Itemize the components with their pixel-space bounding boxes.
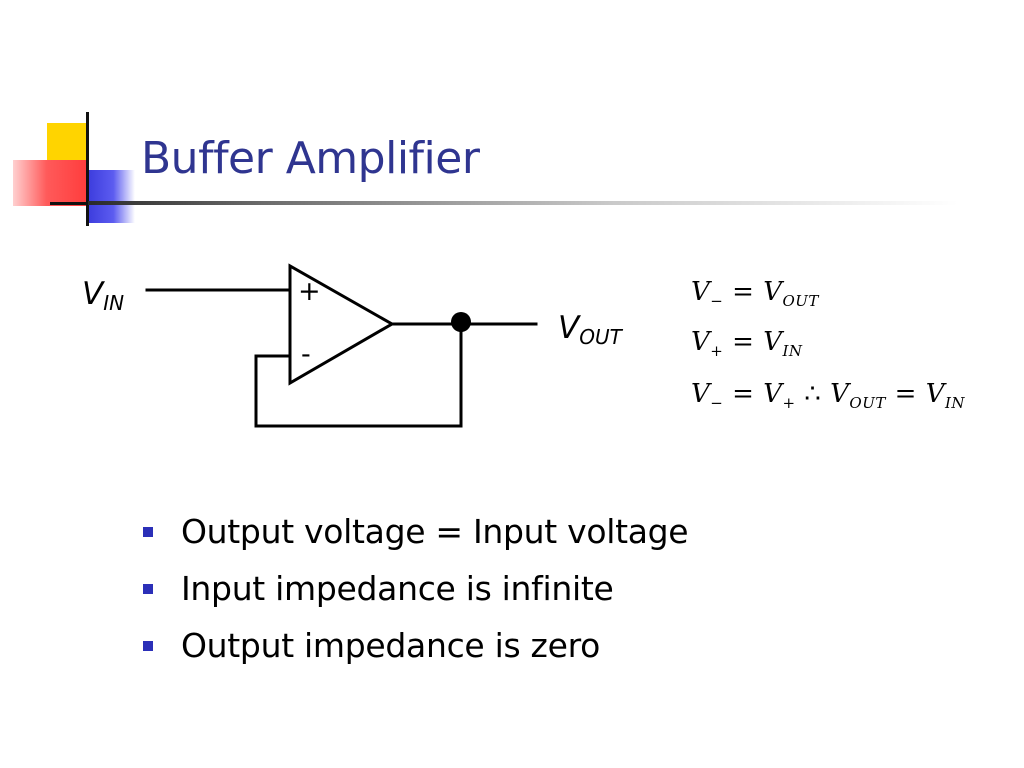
bullet-text: Input impedance is infinite [181, 569, 614, 608]
output-junction-node [451, 312, 471, 332]
bullet-item: Output voltage = Input voltage [143, 503, 689, 560]
equation-2: V+ = VIN [691, 327, 803, 360]
vin-label: VIN [82, 276, 125, 315]
bullet-square-icon [143, 583, 153, 594]
eq3-therefore: ∴ [795, 379, 831, 409]
equation-3: V− = V+ ∴ VOUT = VIN [691, 379, 966, 412]
eq2-lhs-sub: + [710, 342, 724, 360]
eq3-a: V [830, 379, 850, 409]
eq3-lhs: V [691, 379, 711, 409]
title-underline [88, 201, 958, 205]
eq1-equals: = [723, 277, 764, 307]
vout-symbol: V [558, 310, 580, 346]
eq3-mid-sub: + [782, 394, 796, 412]
non-inverting-input-sign: + [298, 276, 321, 307]
vin-symbol: V [82, 276, 104, 312]
eq2-rhs-sub: IN [782, 342, 803, 360]
eq3-b: V [925, 379, 945, 409]
bullet-square-icon [143, 640, 153, 651]
bullet-list: Output voltage = Input voltage Input imp… [143, 503, 689, 674]
vout-subscript: OUT [579, 325, 622, 349]
feedback-wire [254, 322, 463, 428]
eq3-mid: V [763, 379, 783, 409]
logo-blue-square [87, 170, 135, 223]
eq3-lhs-sub: − [710, 394, 724, 412]
eq2-equals: = [723, 327, 764, 357]
eq1-lhs-sub: − [710, 292, 724, 310]
equation-1: V− = VOUT [691, 277, 819, 310]
bullet-item: Output impedance is zero [143, 617, 688, 674]
eq3-b-sub: IN [944, 394, 966, 412]
vin-subscript: IN [103, 291, 125, 315]
eq3-equals-2: = [885, 379, 926, 409]
bullet-text: Output voltage = Input voltage [181, 512, 689, 551]
bullet-item: Input impedance is infinite [143, 560, 688, 617]
slide-title: Buffer Amplifier [141, 133, 480, 184]
bullet-text: Output impedance is zero [181, 626, 601, 665]
inverting-input-sign: - [301, 339, 311, 370]
eq2-lhs: V [691, 327, 711, 357]
logo-red-square [13, 160, 88, 206]
eq3-equals: = [723, 379, 764, 409]
eq1-rhs-sub: OUT [782, 292, 819, 310]
eq2-rhs: V [763, 327, 783, 357]
vout-label: VOUT [558, 310, 622, 349]
eq1-lhs: V [691, 277, 711, 307]
eq3-a-sub: OUT [849, 394, 886, 412]
op-amp-triangle [288, 263, 396, 386]
bullet-square-icon [143, 526, 153, 537]
logo-vertical-line [86, 112, 89, 226]
eq1-rhs: V [763, 277, 783, 307]
